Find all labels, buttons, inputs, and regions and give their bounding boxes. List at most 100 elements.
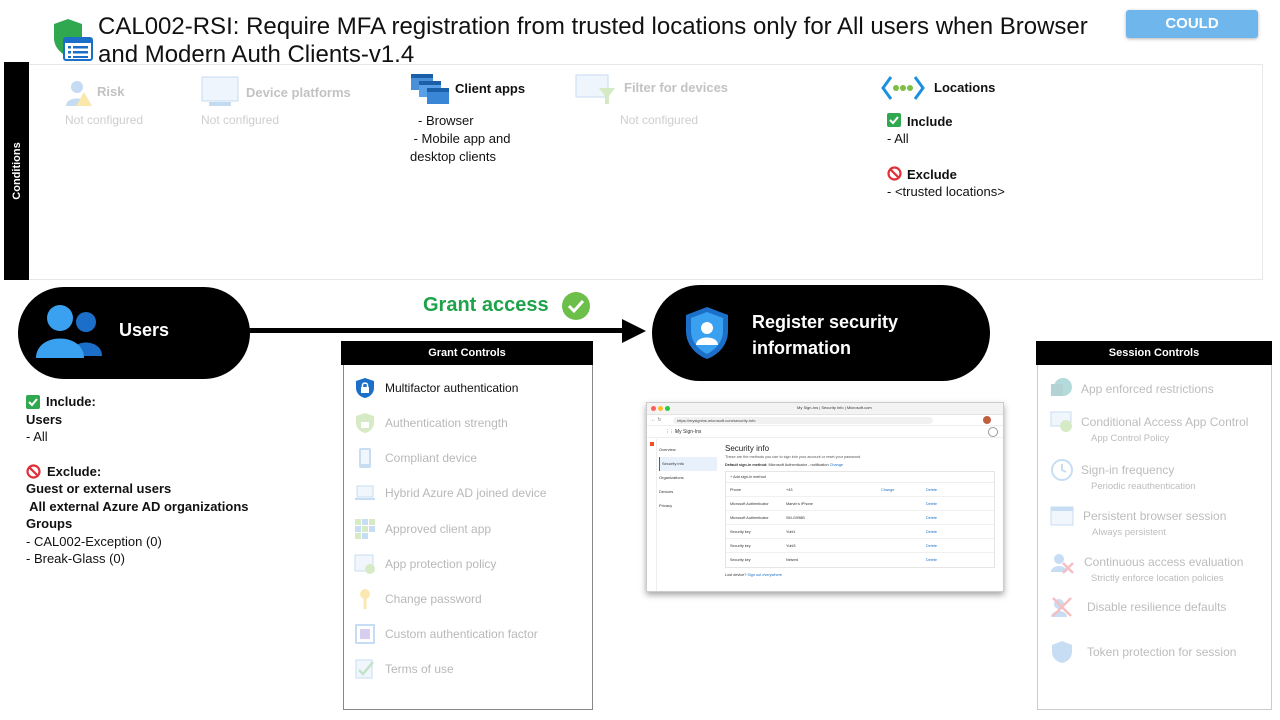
table-row: Security key Netwrd Delete [726, 553, 994, 567]
change-link[interactable]: Change [881, 487, 895, 492]
users-exclude-line: - Break-Glass (0) [26, 551, 125, 566]
grant-item-label: App protection policy [385, 557, 497, 571]
browser-window-icon [1050, 506, 1074, 526]
risk-user-icon [66, 81, 92, 106]
security-info-description: These are the methods you use to sign in… [725, 455, 862, 459]
browser-tab-title: My Sign-Ins | Security Info | Microsoft.… [797, 405, 872, 410]
method-detail: +43 [786, 487, 793, 492]
user-avatar [988, 427, 998, 437]
grant-item-custom-factor: Custom authentication factor [354, 622, 584, 646]
locations-icon [881, 76, 925, 100]
add-method-row: + Add sign-in method [726, 472, 994, 483]
default-method-value: Microsoft Authenticator - notification [768, 463, 829, 467]
session-item-label: Disable resilience defaults [1087, 600, 1227, 614]
window-close-icon [651, 406, 656, 411]
session-item-sub: Periodic reauthentication [1091, 481, 1196, 492]
app-name: My Sign-Ins [675, 429, 702, 435]
client-apps-line: - Mobile app and [410, 131, 511, 146]
devices-icon [201, 76, 239, 106]
delete-link[interactable]: Delete [926, 515, 937, 520]
delete-link[interactable]: Delete [926, 543, 937, 548]
users-exclude-line: Groups [26, 516, 73, 531]
locations-title: Locations [934, 80, 996, 95]
browser-sidebar [647, 439, 657, 591]
users-exclude-line: Guest or external users [26, 481, 172, 496]
method-name: Security key [730, 543, 751, 548]
sign-out-everywhere-link[interactable]: Sign out everywhere [747, 573, 783, 577]
method-detail: Marvin's iPhone [786, 501, 813, 506]
change-default-link[interactable]: Change [829, 463, 843, 467]
shield-lock-icon [356, 413, 374, 433]
session-item-label: Sign-in frequency [1081, 463, 1175, 477]
session-item-label: Persistent browser session [1083, 509, 1227, 523]
conditions-panel [29, 64, 1263, 280]
grant-item-terms-of-use: Terms of use [354, 657, 584, 681]
users-exclude-line: All external Azure AD organizations [26, 498, 249, 514]
grant-item-app-protection: App protection policy [354, 552, 584, 576]
session-item-label: App enforced restrictions [1081, 382, 1214, 396]
browser-titlebar: My Sign-Ins | Security Info | Microsoft.… [647, 403, 1003, 415]
nav-item[interactable]: Security info [659, 457, 717, 471]
clock-icon [1051, 459, 1073, 481]
nav-item[interactable]: Privacy [659, 503, 673, 508]
nav-item[interactable]: Overview [659, 447, 676, 452]
security-info-heading: Security info [725, 444, 770, 453]
risk-value: Not configured [65, 113, 144, 127]
device-platforms-title: Device platforms [246, 85, 351, 100]
add-method-button[interactable]: Add sign-in method [733, 475, 766, 479]
users-include-line: - All [26, 429, 48, 444]
grid-apps-icon [355, 519, 375, 539]
table-row: Security key Yubi3 Delete [726, 539, 994, 553]
app-header: ⋮⋮⋮ My Sign-Ins [647, 426, 1003, 438]
delete-link[interactable]: Delete [926, 501, 937, 506]
nav-item[interactable]: Devices [659, 489, 674, 494]
grant-item-label: Hybrid Azure AD joined device [385, 486, 547, 500]
exclude-block-icon [887, 166, 902, 181]
delete-link[interactable]: Delete [926, 558, 937, 562]
grant-item-hybrid-joined: Hybrid Azure AD joined device [354, 481, 584, 505]
users-icon [36, 305, 102, 358]
client-apps-icon [411, 74, 449, 104]
method-name: Phone [730, 487, 741, 492]
method-name: Security key [730, 558, 751, 562]
table-row: Phone +43 Change Delete [726, 483, 994, 497]
session-controls-title: Session Controls [1036, 341, 1272, 365]
table-row: Microsoft Authenticator Marvin's iPhone … [726, 497, 994, 511]
nav-item[interactable]: Organizations [659, 475, 684, 480]
policy-shield-icon [54, 19, 93, 61]
client-apps-line: - Browser [418, 113, 474, 128]
method-detail: Yubi1 [786, 529, 796, 534]
cae-icon [1051, 554, 1074, 574]
grant-item-change-password: Change password [354, 587, 584, 611]
security-info-content: Security info These are the methods you … [725, 444, 995, 577]
window-maximize-icon [665, 406, 670, 411]
phone-icon [359, 448, 371, 468]
filter-devices-icon [575, 74, 615, 104]
method-detail: SM-G998B [786, 515, 805, 520]
method-detail: Yubi3 [786, 543, 796, 548]
default-method-label: Default sign-in method: [725, 463, 768, 467]
session-item-sub: Always persistent [1092, 527, 1166, 538]
security-info-screenshot: My Sign-Ins | Security Info | Microsoft.… [646, 402, 1004, 592]
grant-item-label: Compliant device [385, 451, 478, 465]
delete-link[interactable]: Delete [926, 487, 937, 492]
grant-item-label: Approved client app [385, 522, 492, 536]
users-exclude-line: - CAL002-Exception (0) [26, 533, 162, 549]
default-method: Default sign-in method: Microsoft Authen… [725, 463, 995, 467]
url-field: https://mysignins.microsoft.com/security… [673, 417, 933, 424]
session-item-sub: App Control Policy [1091, 433, 1170, 444]
filter-devices-title: Filter for devices [624, 80, 729, 95]
token-shield-icon [1052, 641, 1072, 663]
client-apps-line: desktop clients [410, 149, 496, 164]
exclude-block-icon [26, 464, 41, 479]
client-apps-title: Client apps [455, 81, 526, 96]
window-minimize-icon [658, 406, 663, 411]
method-detail: Netwrd [786, 558, 799, 562]
conditions-label: Conditions [10, 142, 23, 200]
session-item-label: Continuous access evaluation [1084, 555, 1244, 569]
grant-item-label: Change password [385, 592, 482, 606]
delete-link[interactable]: Delete [926, 529, 937, 534]
include-check-icon [887, 113, 901, 127]
custom-factor-icon [355, 624, 375, 644]
users-assignment: Include: Users - All Exclude: Guest or e… [26, 393, 326, 568]
